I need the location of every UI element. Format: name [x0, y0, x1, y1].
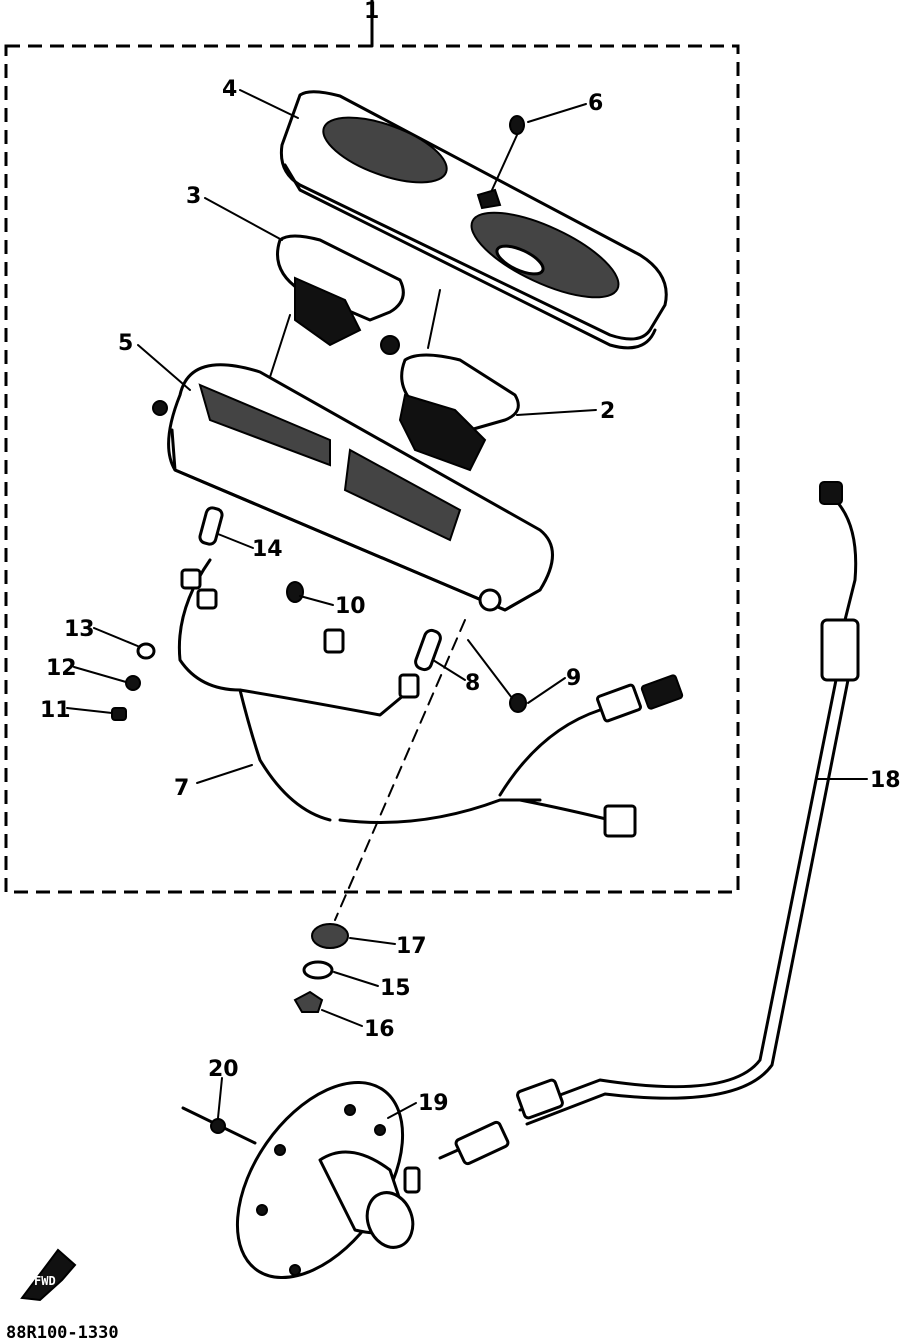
- part-label-9: 9: [566, 666, 581, 691]
- grommet-13: [136, 642, 156, 660]
- screw-9: [467, 639, 527, 713]
- meter-gear-unit: [235, 1080, 421, 1280]
- part-number-labels: 2 3 4 5 6 7 8 9 10 11 12 13 14 15 16 17 …: [40, 77, 901, 1116]
- part-label-19: 19: [418, 1091, 449, 1116]
- leader-lines: [66, 89, 868, 1119]
- part-label-8: 8: [465, 671, 480, 696]
- part-label-7: 7: [174, 776, 189, 801]
- bulb-socket-14: [198, 506, 224, 546]
- part-label-10: 10: [335, 594, 366, 619]
- bulb-8: [414, 628, 442, 672]
- screw-10: [286, 581, 304, 603]
- part-label-2: 2: [600, 399, 615, 424]
- part-label-4: 4: [222, 77, 237, 102]
- assembly-number: 1: [364, 0, 379, 24]
- front-direction-arrow: FWD: [20, 1248, 77, 1302]
- washer-15: [302, 960, 334, 980]
- drawing-code: 88R100-1330: [6, 1323, 119, 1343]
- front-arrow-label: FWD: [34, 1274, 56, 1288]
- part-label-14: 14: [252, 537, 283, 562]
- assembly-group-1: 1: [4, 0, 740, 894]
- nut-16: [293, 990, 324, 1013]
- part-label-17: 17: [396, 934, 427, 959]
- part-label-20: 20: [208, 1057, 239, 1082]
- meter-case: [152, 363, 554, 612]
- speedometer-unit: [380, 289, 520, 472]
- meter-cover: [279, 90, 668, 350]
- part-label-5: 5: [118, 331, 133, 356]
- part-label-11: 11: [40, 698, 71, 723]
- part-label-15: 15: [380, 976, 411, 1001]
- part-label-6: 6: [588, 91, 603, 116]
- part-label-16: 16: [364, 1017, 395, 1042]
- part-label-13: 13: [64, 617, 95, 642]
- grommet-17: [311, 923, 349, 949]
- speedometer-cable: [438, 481, 860, 1166]
- part-label-12: 12: [46, 656, 77, 681]
- part-label-3: 3: [186, 184, 201, 209]
- screw-6: [491, 115, 525, 191]
- part-label-18: 18: [870, 768, 901, 793]
- wire-harness: [177, 558, 684, 838]
- washer-12: [125, 675, 141, 691]
- nut-11: [111, 707, 127, 721]
